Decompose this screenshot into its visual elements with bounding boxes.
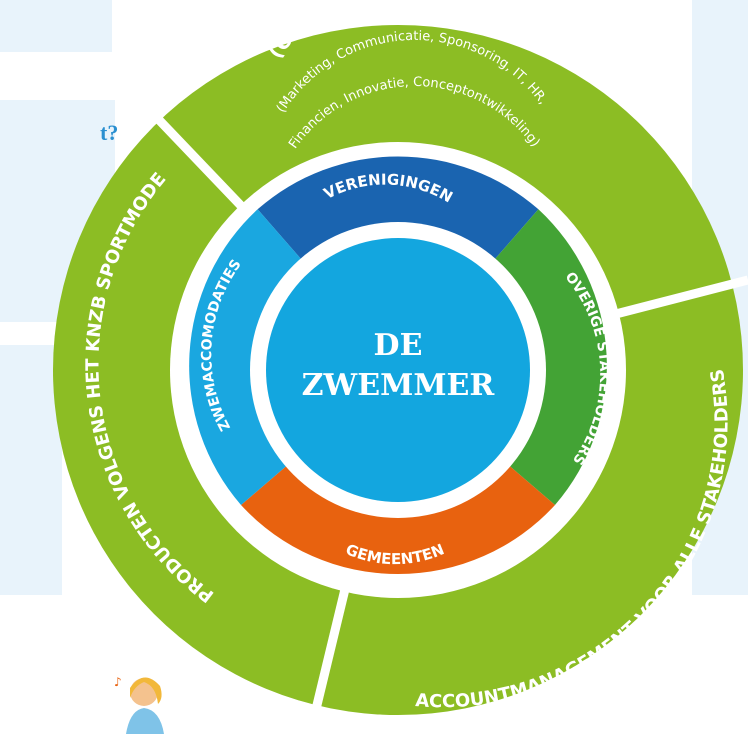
center-label-line2: ZWEMMER bbox=[302, 368, 496, 403]
background-panel-top-left bbox=[0, 0, 112, 52]
cropped-heading-fragment: t? bbox=[100, 120, 119, 145]
swimmer-mascot-illustration: ♪ bbox=[114, 675, 164, 734]
svg-text:♪: ♪ bbox=[114, 675, 122, 689]
center-circle bbox=[266, 238, 530, 502]
center-label-line1: DE bbox=[374, 328, 423, 363]
background-panel-low-left bbox=[0, 345, 62, 595]
